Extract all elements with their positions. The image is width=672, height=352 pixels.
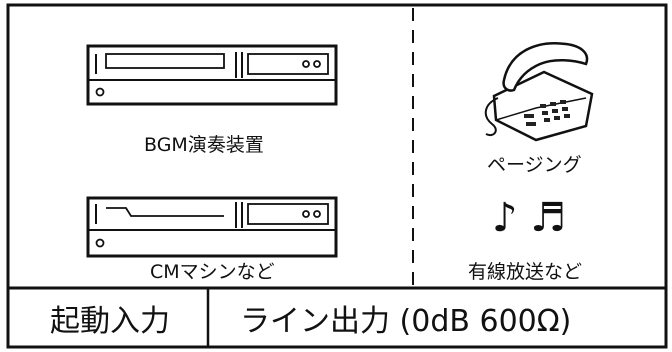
trigger-input-cell: 起動入力 xyxy=(50,304,170,339)
cm-machine-label: CMマシンなど xyxy=(150,261,275,283)
music-notes-icon: ♪ ♬ xyxy=(492,195,567,241)
bgm-device-label: BGM演奏装置 xyxy=(144,134,264,156)
bgm-device-icon xyxy=(86,44,338,106)
line-output-cell: ライン出力 (0dB 600Ω) xyxy=(240,304,572,339)
cable-broadcast-label: 有線放送など xyxy=(468,261,583,283)
cm-machine-icon xyxy=(86,196,338,258)
paging-label: ページング xyxy=(487,154,582,176)
telephone-icon xyxy=(484,42,594,142)
